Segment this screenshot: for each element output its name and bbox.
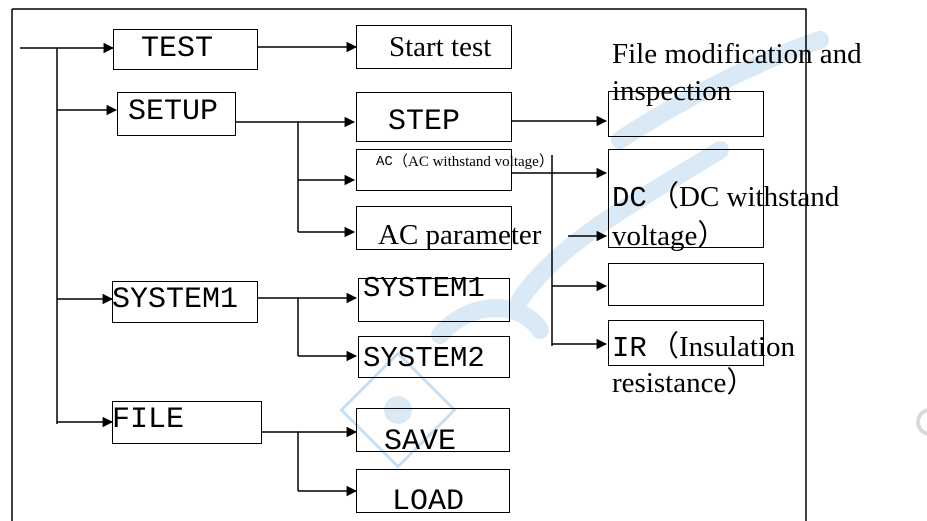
step-box	[356, 92, 512, 142]
system1-menu-box	[112, 281, 258, 323]
ac-box	[356, 149, 512, 191]
ac-desc-label: （AC withstand voltage）	[393, 154, 554, 170]
test-label: TEST	[141, 32, 214, 66]
save-label: SAVE	[384, 425, 457, 459]
dc-prefix-label: DC	[612, 182, 647, 215]
ir-desc-line1: （Insulation	[650, 331, 795, 363]
file-modification-label-line1: File modification and	[612, 38, 862, 70]
setup-label: SETUP	[128, 95, 219, 129]
system2-box	[358, 336, 510, 378]
load-box	[356, 469, 510, 513]
file-box	[112, 401, 262, 444]
ac-parameter-box	[356, 206, 512, 250]
load-label: LOAD	[392, 485, 465, 519]
setup-box	[117, 92, 236, 136]
ir-prefix-label: IR	[612, 332, 647, 365]
save-box	[356, 408, 510, 452]
ac-parameter-label: AC parameter	[378, 219, 542, 251]
system1-sub-box	[358, 278, 510, 322]
dc-desc-line1: （DC withstand	[650, 181, 840, 213]
ac-prefix-label: AC	[376, 154, 393, 170]
dc-desc-line2: voltage）	[612, 220, 727, 252]
test-box	[113, 29, 258, 70]
file-label: FILE	[112, 403, 185, 437]
start-test-label: Start test	[389, 31, 492, 63]
system2-label: SYSTEM2	[363, 342, 485, 375]
empty-param-box	[608, 263, 764, 306]
step-label: STEP	[388, 105, 461, 139]
ir-box	[608, 320, 764, 366]
ir-desc-line2: resistance）	[612, 367, 756, 399]
system1-sub-label: SYSTEM1	[363, 272, 485, 305]
dc-box	[608, 149, 764, 248]
file-modification-label-line2: inspection	[612, 75, 732, 107]
system1-menu-label: SYSTEM1	[112, 283, 239, 317]
start-test-box	[356, 25, 512, 69]
file-modification-box	[608, 91, 764, 137]
